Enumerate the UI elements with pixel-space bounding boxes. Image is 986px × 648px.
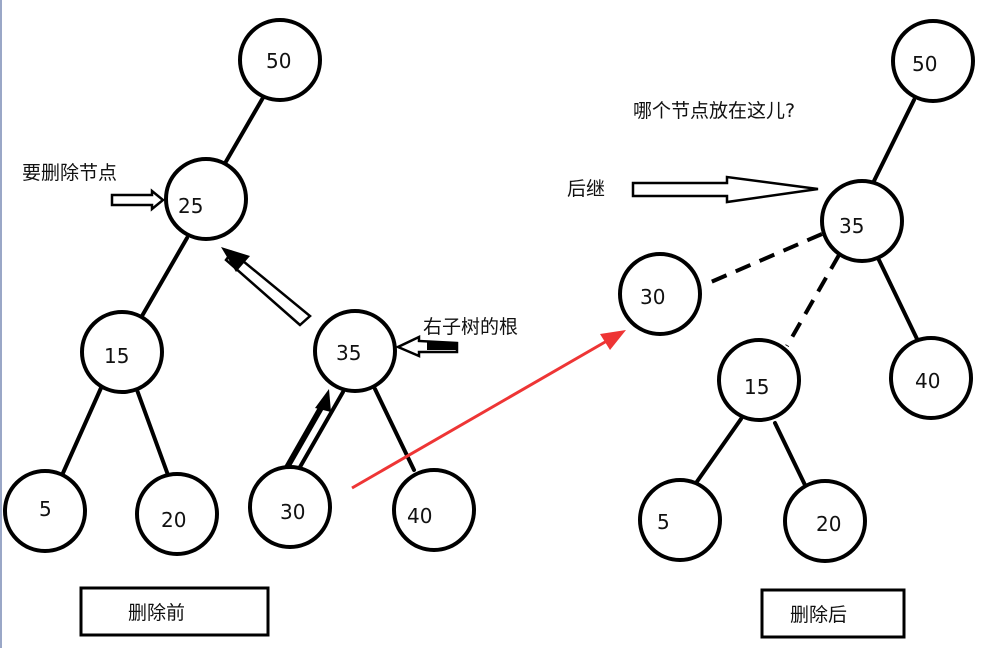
svg-text:删除前: 删除前	[128, 602, 185, 624]
before-caption: 删除前	[79, 586, 270, 637]
before-tree: 50 25 15 35 5 20 30 40 要	[3, 18, 518, 637]
after-node-5: 5	[638, 478, 722, 562]
delete-node-annotation: 要删除节点	[22, 162, 117, 184]
move-30-red-arrow	[351, 330, 626, 490]
edge-35-30-dashed	[703, 232, 823, 287]
after-node-40: 40	[889, 336, 973, 420]
edge-50-25	[222, 94, 266, 167]
before-node-35: 35	[313, 309, 397, 393]
edge-35-15-dashed	[785, 254, 841, 347]
after-node-20: 20	[783, 479, 867, 563]
edge-15-20	[135, 388, 170, 477]
after-caption: 删除后	[760, 588, 906, 639]
after-node-30: 30	[618, 252, 702, 336]
svg-text:20: 20	[816, 512, 841, 536]
svg-text:删除后: 删除后	[790, 604, 847, 626]
before-node-30: 30	[248, 465, 332, 549]
svg-text:30: 30	[640, 285, 665, 309]
right-subtree-root-annotation: 右子树的根	[423, 316, 518, 338]
edge-25-15	[140, 236, 189, 318]
edge-15-20	[773, 421, 807, 487]
svg-text:35: 35	[839, 214, 864, 238]
svg-text:50: 50	[266, 49, 291, 73]
before-node-25: 25	[164, 157, 248, 241]
svg-text:30: 30	[280, 500, 305, 524]
edge-35-30	[298, 390, 345, 469]
edge-50-35	[871, 98, 916, 185]
edge-35-40	[876, 256, 920, 343]
delete-pointer-arrow	[110, 188, 165, 212]
svg-text:50: 50	[912, 52, 937, 76]
svg-text:5: 5	[657, 510, 670, 534]
before-node-5: 5	[3, 469, 87, 553]
svg-text:20: 20	[161, 508, 186, 532]
successor-annotation: 后继	[567, 178, 605, 200]
edge-35-40	[373, 387, 416, 472]
svg-text:15: 15	[744, 375, 769, 399]
right-subtree-pointer-arrow	[394, 335, 459, 358]
after-node-15: 15	[717, 338, 801, 422]
edge-15-5	[694, 417, 743, 485]
after-node-35: 35	[820, 179, 904, 263]
svg-text:35: 35	[336, 341, 361, 365]
after-tree: 50 35 30 40 15 5 20 哪个节点放在这儿? 后继	[567, 19, 975, 639]
svg-text:5: 5	[39, 497, 52, 521]
after-node-50: 50	[891, 19, 975, 103]
edge-15-5	[61, 386, 103, 475]
move-up-arrow-35-to-25	[221, 247, 312, 327]
question-annotation: 哪个节点放在这儿?	[633, 100, 795, 122]
left-edge-rule	[0, 0, 2, 648]
before-node-15: 15	[80, 310, 164, 394]
before-node-40: 40	[392, 468, 476, 552]
successor-pointer-arrow	[631, 175, 819, 204]
svg-text:25: 25	[178, 194, 203, 218]
svg-text:15: 15	[104, 344, 129, 368]
svg-text:40: 40	[915, 369, 940, 393]
svg-text:40: 40	[407, 504, 432, 528]
before-node-50: 50	[238, 18, 322, 102]
before-node-20: 20	[135, 472, 219, 556]
